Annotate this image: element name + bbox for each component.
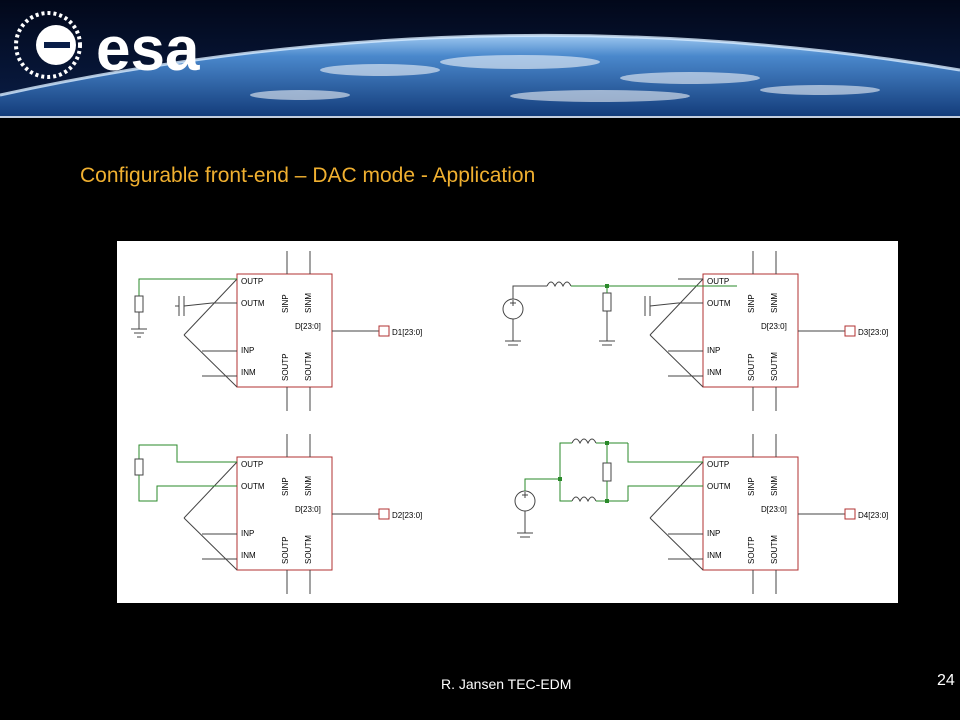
esa-logo-icon xyxy=(14,11,82,79)
pin-label: SINP xyxy=(747,477,756,496)
footer-author: R. Jansen TEC-EDM xyxy=(441,676,572,692)
pin-label: OUTP xyxy=(241,460,263,469)
pin-label: OUTP xyxy=(707,460,729,469)
pin-label: INM xyxy=(241,551,256,560)
pin-label: SINP xyxy=(281,477,290,496)
pin-label: SOUTP xyxy=(747,536,756,564)
bus-label: D[23:0] xyxy=(295,505,321,514)
pin-label: SOUTM xyxy=(304,535,313,564)
pin-label: SINP xyxy=(281,294,290,313)
differential-resistor-circuit xyxy=(134,444,237,502)
pin-label: OUTP xyxy=(707,277,729,286)
schematic-diagram: OUTP OUTM INP INM D[23:0] D1[23:0] SINP … xyxy=(117,241,898,603)
pin-label: INP xyxy=(707,529,720,538)
pin-label: SOUTP xyxy=(747,353,756,381)
slide-title: Configurable front-end – DAC mode - Appl… xyxy=(80,164,536,187)
pin-label: SOUTM xyxy=(770,352,779,381)
pin-label: SINM xyxy=(304,293,313,313)
port-label: D1[23:0] xyxy=(392,328,422,337)
port-label: D3[23:0] xyxy=(858,328,888,337)
pin-label: INM xyxy=(707,368,722,377)
pin-label: SOUTP xyxy=(281,353,290,381)
port-label: D4[23:0] xyxy=(858,511,888,520)
pin-label: INP xyxy=(707,346,720,355)
esa-logo-text: esa xyxy=(96,15,200,84)
page-number: 24 xyxy=(937,672,955,689)
pin-label: INP xyxy=(241,346,254,355)
pin-label: INM xyxy=(707,551,722,560)
pin-label: INM xyxy=(241,368,256,377)
pin-label: OUTM xyxy=(707,482,731,491)
pin-label: SINM xyxy=(770,293,779,313)
pin-label: SOUTP xyxy=(281,536,290,564)
pin-label: SINM xyxy=(770,476,779,496)
pin-label: SOUTM xyxy=(770,535,779,564)
pin-label: SOUTM xyxy=(304,352,313,381)
differential-source-circuit xyxy=(514,438,703,538)
bus-label: D[23:0] xyxy=(761,505,787,514)
bus-label: D[23:0] xyxy=(295,322,321,331)
pin-label: SINP xyxy=(747,294,756,313)
pin-label: OUTM xyxy=(241,299,265,308)
bus-label: D[23:0] xyxy=(761,322,787,331)
pin-label: INP xyxy=(241,529,254,538)
pin-label: OUTP xyxy=(241,277,263,286)
source-inductor-circuit xyxy=(502,281,737,346)
pin-label: SINM xyxy=(304,476,313,496)
pin-label: OUTM xyxy=(707,299,731,308)
resistor-ground-circuit-1 xyxy=(131,278,237,338)
port-label: D2[23:0] xyxy=(392,511,422,520)
header-banner: esa xyxy=(0,0,960,118)
pin-label: OUTM xyxy=(241,482,265,491)
